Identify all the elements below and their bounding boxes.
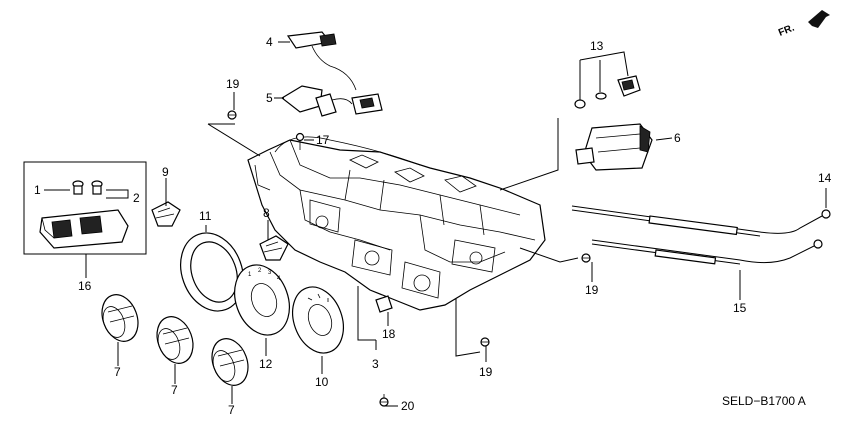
bulb-icon (574, 75, 641, 109)
dial-plate-12: 1 2 3 4 (234, 264, 290, 336)
screw-icon (581, 253, 591, 263)
callout-11: 11 (199, 209, 212, 223)
label-plate-9 (151, 201, 181, 227)
callout-9: 9 (162, 165, 169, 179)
callout-7a: 7 (114, 365, 121, 379)
callout-17: 17 (316, 133, 330, 147)
knob-7-a (101, 294, 139, 342)
leader-lines (44, 41, 827, 407)
callout-1: 1 (34, 183, 41, 197)
callout-19c: 19 (479, 365, 493, 379)
callout-10: 10 (315, 375, 329, 389)
callout-4: 4 (266, 35, 273, 49)
ring-11 (180, 232, 244, 312)
svg-text:3: 3 (268, 270, 272, 276)
callout-12: 12 (259, 357, 273, 371)
screw-icon (295, 132, 305, 150)
callout-7c: 7 (228, 403, 235, 417)
clip-18 (375, 295, 393, 313)
callout-13: 13 (590, 39, 604, 53)
control-knob-2 (91, 180, 103, 195)
control-panel-group (23, 161, 147, 255)
callout-8: 8 (263, 206, 270, 220)
callout-19b: 19 (585, 283, 599, 297)
svg-text:1: 1 (248, 272, 252, 278)
callout-14: 14 (818, 171, 832, 185)
callout-19a: 19 (226, 77, 240, 91)
front-direction-arrow-icon: FR. (777, 10, 830, 39)
callout-2: 2 (133, 191, 140, 205)
switch-4 (286, 31, 357, 91)
callout-20: 20 (401, 399, 415, 413)
heater-control-body (247, 136, 546, 311)
knob-7-c (211, 338, 249, 386)
knob-7-b (156, 316, 194, 364)
callout-5: 5 (266, 91, 273, 105)
diagram-code: SELD−B1700 A (722, 394, 806, 408)
callout-labels: 1 2 3 4 5 6 7 7 7 8 9 10 11 12 13 14 15 … (34, 35, 832, 417)
bracket-5 (280, 85, 383, 117)
svg-text:4: 4 (277, 276, 281, 282)
svg-text:2: 2 (258, 268, 262, 274)
cable-15 (591, 239, 823, 265)
label-plate-8 (259, 235, 289, 261)
control-panel (39, 209, 129, 249)
switch-6 (575, 123, 653, 171)
screw-icon (480, 337, 490, 347)
callout-16: 16 (78, 279, 92, 293)
control-knob-1 (72, 180, 84, 195)
direction-label: FR. (777, 22, 796, 38)
callout-18: 18 (382, 327, 396, 341)
callout-15: 15 (733, 301, 747, 315)
dial-plate-10 (292, 286, 344, 354)
screw-icon (379, 394, 389, 407)
callout-7b: 7 (171, 383, 178, 397)
screw-icon (227, 110, 237, 120)
cable-14 (571, 205, 831, 237)
callout-6: 6 (674, 131, 681, 145)
callout-3: 3 (372, 357, 379, 371)
